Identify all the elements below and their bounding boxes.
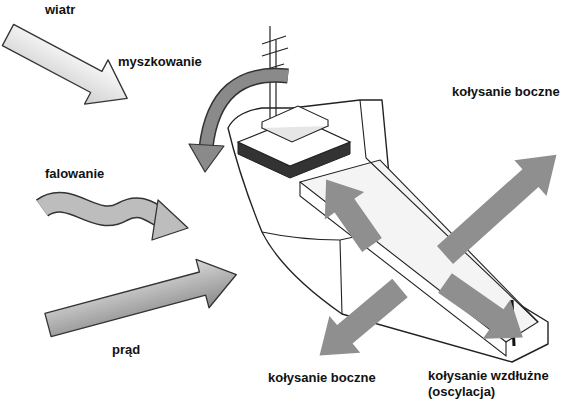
motion-label: myszkowanie bbox=[118, 54, 202, 70]
sway-arrow bbox=[304, 270, 415, 374]
wave-arrow bbox=[42, 200, 188, 240]
wheelhouse-side bbox=[262, 106, 328, 128]
hull-line bbox=[340, 240, 342, 314]
motion-label: prąd bbox=[112, 342, 140, 358]
ship-hull bbox=[228, 100, 548, 362]
surge-arrow bbox=[431, 263, 536, 357]
yaw-arrow bbox=[189, 75, 288, 172]
sway-arrow bbox=[306, 166, 391, 259]
motion-label: wiatr bbox=[45, 2, 75, 18]
motion-label: falowanie bbox=[45, 166, 104, 182]
motion-label: kołysanie boczne bbox=[452, 84, 560, 100]
sway-arrow bbox=[429, 137, 573, 273]
motion-label: kołysanie boczne bbox=[268, 370, 376, 386]
motion-label: kołysanie wzdłużne (oscylacja) bbox=[428, 368, 578, 400]
current-arrow bbox=[42, 250, 243, 349]
